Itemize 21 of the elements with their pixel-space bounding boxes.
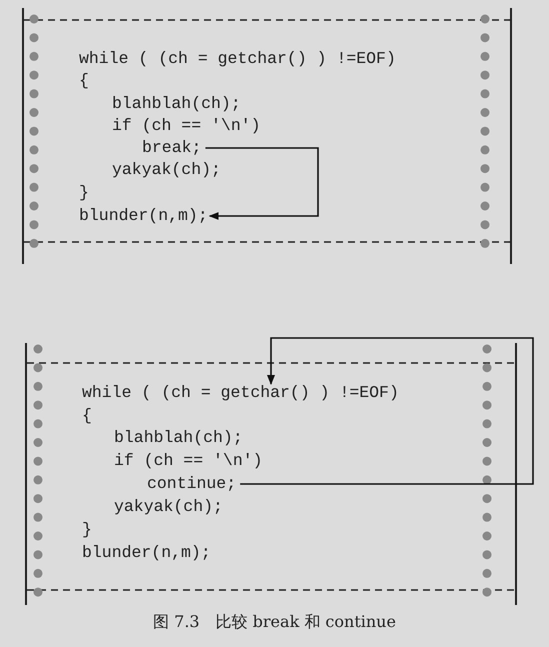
code-line: yakyak(ch);: [114, 498, 223, 516]
code-line: {: [79, 72, 89, 90]
code-line: blunder(n,m);: [82, 544, 211, 562]
flow-arrow: [205, 147, 319, 220]
code-line: if (ch == '\n'): [112, 117, 261, 135]
flow-arrow: [240, 337, 534, 485]
code-line: if (ch == '\n'): [114, 452, 263, 470]
code-line: break;: [142, 139, 202, 157]
code-line: while ( (ch = getchar() ) !=EOF): [79, 50, 396, 68]
code-line: while ( (ch = getchar() ) !=EOF): [82, 384, 399, 402]
code-line: blahblah(ch);: [114, 429, 243, 447]
code-line: }: [79, 184, 89, 202]
code-line: blunder(n,m);: [79, 207, 208, 225]
code-line: yakyak(ch);: [112, 161, 221, 179]
printout-panel: [22, 8, 512, 264]
code-line: {: [82, 407, 92, 425]
figure-caption: 图 7.3 比较 break 和 continue: [152, 612, 397, 633]
code-line: blahblah(ch);: [112, 95, 241, 113]
code-line: }: [82, 521, 92, 539]
printout-panel: [25, 343, 517, 605]
code-line: continue;: [147, 475, 236, 493]
